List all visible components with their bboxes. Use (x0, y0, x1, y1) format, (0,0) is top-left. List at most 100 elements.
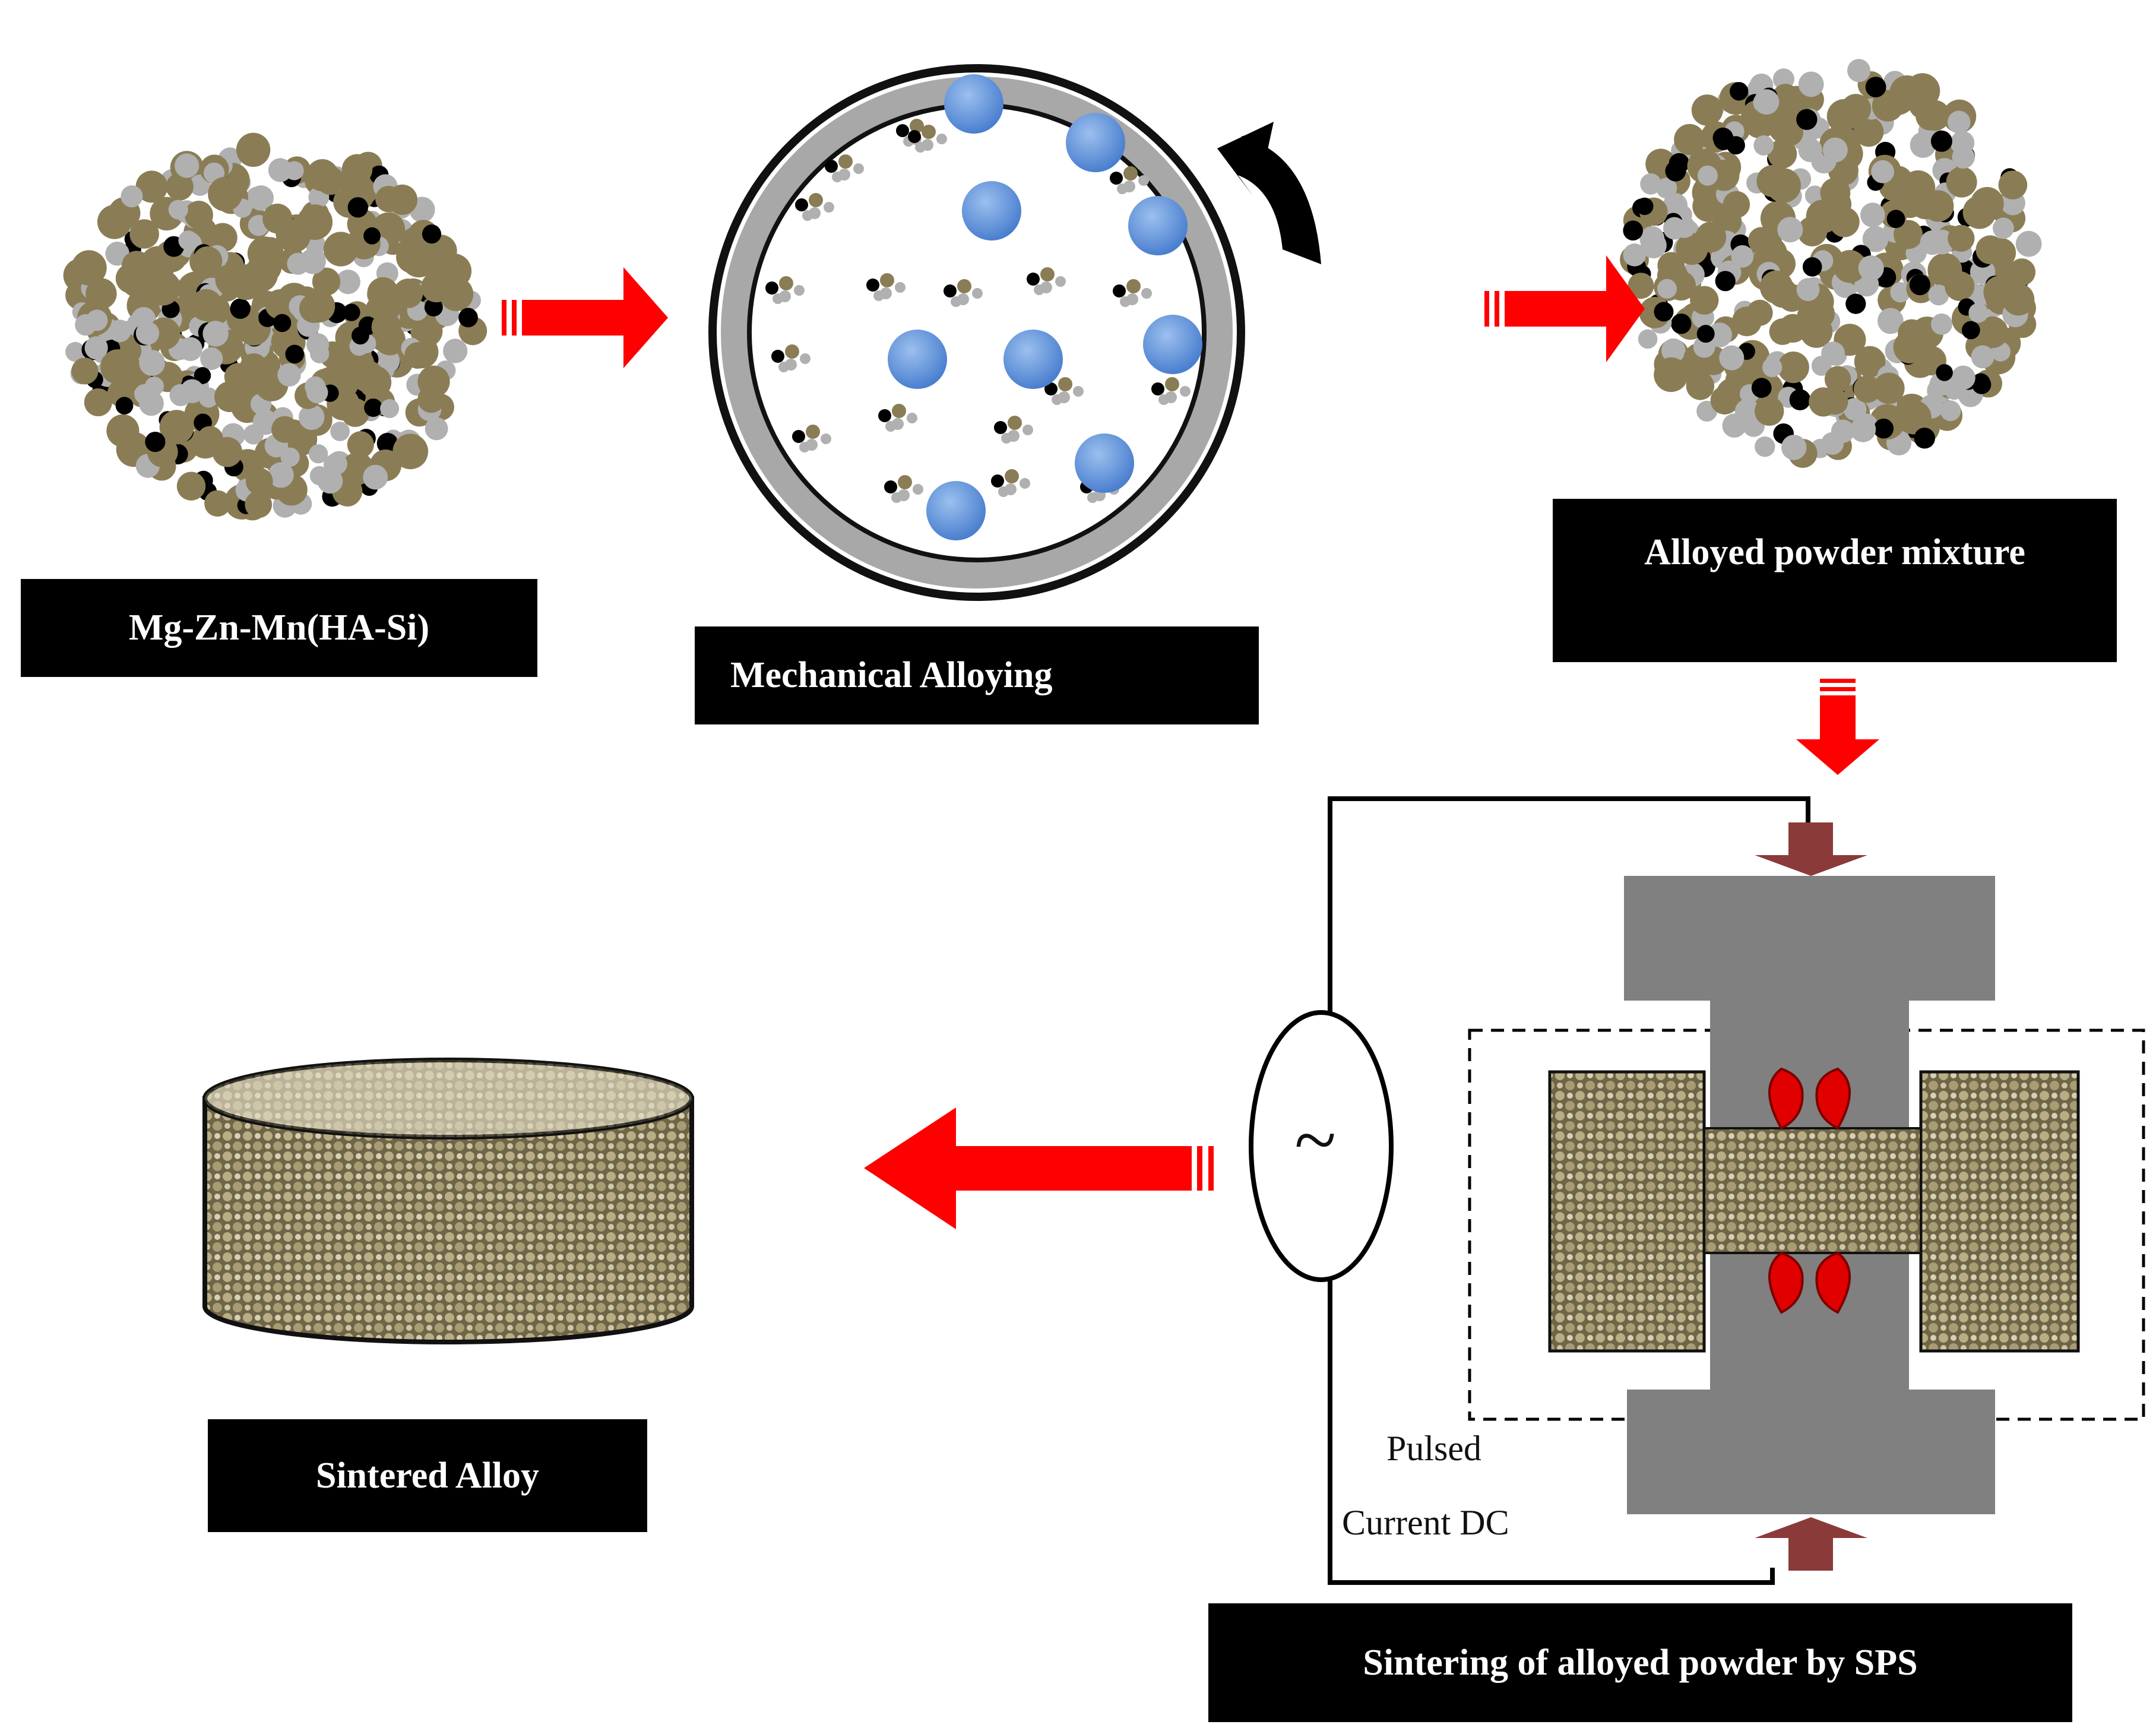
powder-particle (896, 124, 909, 137)
starting-powder-cluster (63, 132, 487, 521)
powder-particle (1753, 135, 1774, 156)
powder-particle (1796, 278, 1820, 301)
powder-particle (300, 248, 326, 274)
powder-particle (1628, 273, 1654, 299)
powder-particle (1993, 217, 2014, 239)
powder-particle (1751, 378, 1772, 398)
powder-particle (1671, 314, 1692, 334)
powder-particle (1058, 377, 1072, 391)
flow-arrow-right-2 (1484, 255, 1645, 362)
powder-particle (1865, 77, 1886, 98)
powder-particle (316, 166, 345, 195)
powder-particle (1052, 394, 1062, 405)
powder-particle (310, 344, 330, 363)
powder-particle (245, 467, 273, 495)
powder-particle (1731, 306, 1762, 337)
powder-particle (1034, 284, 1044, 295)
powder-particle (1878, 308, 1904, 334)
powder-particle (1726, 136, 1745, 155)
grinding-ball (1143, 315, 1202, 374)
powder-particle (1821, 341, 1845, 366)
powder-particle (799, 442, 810, 452)
grinding-ball (926, 481, 986, 540)
powder-particle (922, 125, 936, 139)
powder-particle (771, 350, 784, 363)
powder-particle (1755, 396, 1784, 426)
powder-particle (1871, 160, 1895, 183)
powder-particle (1073, 386, 1084, 397)
powder-particle (178, 230, 198, 251)
powder-particle (951, 296, 961, 307)
powder-particle (135, 321, 160, 345)
powder-particle (824, 202, 834, 213)
powder-particle (1657, 279, 1677, 299)
powder-particle (168, 200, 188, 220)
powder-particle (2002, 283, 2035, 316)
powder-particle (245, 490, 273, 518)
powder-particle (139, 350, 165, 376)
powder-particle (895, 282, 906, 293)
powder-particle (891, 492, 902, 503)
powder-particle (907, 413, 917, 423)
powder-particle (424, 298, 443, 317)
powder-particle (1641, 232, 1667, 259)
powder-particle (994, 421, 1007, 434)
powder-particle (1110, 172, 1123, 185)
powder-particle (794, 285, 805, 296)
powder-particle (1120, 296, 1131, 307)
powder-particle (1862, 226, 1889, 252)
powder-particle (352, 360, 384, 393)
powder-particle (1008, 416, 1022, 430)
powder-particle (800, 353, 811, 364)
powder-particle (200, 347, 223, 371)
powder-particle (145, 270, 181, 306)
powder-particle (1948, 224, 1975, 252)
powder-particle (309, 466, 330, 486)
current-dc-label: Current DC (1342, 1503, 1509, 1542)
powder-particle (1165, 377, 1179, 391)
pressure-arrow-bottom (1755, 1517, 1867, 1571)
powder-particle (1113, 284, 1126, 298)
powder-particle (1691, 94, 1723, 126)
powder-particle (1697, 165, 1718, 186)
powder-particle (1889, 75, 1925, 111)
powder-particle (309, 444, 328, 464)
powder-particle (1789, 389, 1811, 410)
powder-particle (115, 397, 134, 414)
powder-particle (1909, 274, 1931, 296)
powder-particle (144, 376, 164, 396)
powder-particle (84, 336, 108, 360)
powder-particle (1022, 425, 1033, 435)
powder-particle (1123, 166, 1138, 181)
powder-particle (802, 210, 813, 221)
powder-particle (1126, 279, 1141, 293)
powder-particle (135, 170, 168, 203)
powder-particle (192, 246, 223, 276)
powder-particle (194, 367, 211, 384)
powder-particle (1928, 284, 1949, 306)
powder-particle (299, 294, 328, 323)
powder-particle (880, 273, 894, 287)
powder-particle (1767, 139, 1797, 169)
powder-particle (1044, 382, 1058, 395)
powder-particle (1715, 271, 1736, 292)
alloyed-powder-cluster (1620, 59, 2042, 468)
powder-particle (1663, 217, 1686, 240)
powder-particle (1860, 202, 1885, 227)
pulsed-label: Pulsed (1386, 1429, 1482, 1468)
powder-particle (1661, 338, 1686, 363)
powder-particle (998, 486, 1009, 497)
powder-particle (1663, 192, 1688, 218)
powder-particle (1914, 428, 1935, 449)
powder-particle (1831, 419, 1855, 443)
powder-particle (1683, 359, 1711, 386)
powder-particle (1730, 82, 1749, 101)
ac-symbol: ~ (1294, 1097, 1337, 1183)
powder-particle (1781, 435, 1807, 460)
powder-particle (898, 475, 912, 489)
powder-particle (121, 251, 152, 281)
powder-particle (1858, 255, 1884, 281)
powder-particle (458, 308, 478, 328)
powder-particle (765, 281, 778, 295)
